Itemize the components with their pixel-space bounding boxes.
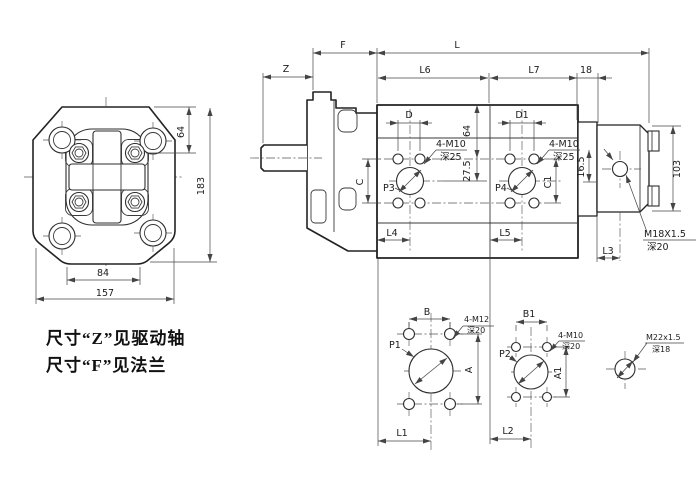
bolt-center (130, 148, 140, 158)
thread-callout-p1: 4-M12 (464, 315, 489, 324)
drain-port-bore (611, 160, 629, 178)
depth-callout-gauge: 深18 (652, 345, 670, 354)
dim-label-a: A (464, 366, 475, 373)
hex-bolt-head (127, 195, 143, 209)
dim-label-l5: L5 (499, 228, 510, 239)
dim-label-l1: L1 (396, 428, 407, 439)
port-bolt-hole (504, 153, 516, 165)
front-view: 64 183 84 157 (24, 97, 217, 304)
port-bolt-hole (510, 341, 522, 353)
dim-label-157: 157 (96, 288, 114, 299)
mounting-hole-inner (144, 224, 162, 242)
thread-callout-p4: 4-M10 (549, 139, 579, 150)
port-p2-bore (513, 354, 549, 390)
dim-label-18: 18 (580, 65, 592, 76)
dim-label-z: Z (283, 64, 290, 75)
depth-callout-p1: 深20 (467, 326, 485, 335)
dim-label-l4: L4 (386, 228, 397, 239)
side-bolt-holes (392, 153, 540, 209)
dim-label-l6: L6 (419, 65, 430, 76)
port-bolt-hole (541, 341, 553, 353)
bolt-center (74, 197, 84, 207)
corner-mounting-holes (43, 121, 172, 255)
port-bolt-hole (443, 327, 457, 341)
dim-label-l2: L2 (502, 426, 513, 437)
mounting-hole-outer (48, 222, 76, 250)
port-bolt-hole (392, 197, 404, 209)
port-label-p2: P2 (499, 349, 511, 360)
depth-callout-p4: 深25 (553, 152, 575, 163)
dim-label-27-5: 27.5 (462, 160, 473, 181)
dim-label-64-front: 64 (176, 126, 187, 138)
dim-label-64-side: 64 (462, 125, 473, 137)
port-bolt-hole (392, 153, 404, 165)
dim-label-103: 103 (672, 160, 683, 178)
dim-label-b1: B1 (523, 309, 536, 320)
thread-callout-drain: M18X1.5 (644, 229, 686, 240)
bolt-center (130, 197, 140, 207)
dim-label-b: B (424, 307, 431, 318)
dim-label-l: L (454, 40, 460, 51)
mounting-hole-outer (48, 126, 76, 154)
port-bolt-hole (402, 327, 416, 341)
dim-label-84: 84 (97, 268, 109, 279)
mounting-hole-outer (139, 219, 167, 247)
port-bolt-hole (414, 153, 426, 165)
depth-callout-p3: 深25 (440, 152, 462, 163)
mounting-hole-inner (144, 132, 162, 150)
cap-bolt-bottom (647, 185, 660, 207)
port-bolt-hole (443, 397, 457, 411)
dim-label-f: F (340, 40, 345, 51)
mounting-hole-inner (53, 227, 71, 245)
bottom-bolt-holes (402, 322, 553, 416)
flange-profile (306, 91, 379, 252)
port-label-p4: P4 (495, 183, 507, 194)
hex-bolt-head (127, 146, 143, 160)
cross-horizontal (68, 163, 146, 191)
note-flange: 尺寸“F”见法兰 (46, 355, 166, 375)
port-label-p1: P1 (389, 340, 401, 351)
port-bolt-hole (541, 391, 553, 403)
bottom-port-views: B 4-M12 深20 P1 A L1 B1 4-M10 深20 P2 A1 L… (377, 258, 684, 451)
port-bolt-hole (414, 197, 426, 209)
front-view-dimensions (35, 106, 217, 304)
port-bolt-hole (528, 153, 540, 165)
dim-label-c: C (355, 178, 366, 185)
port-bolt-hole (402, 397, 416, 411)
port-bolt-hole (510, 391, 522, 403)
thread-callout-p2: 4-M10 (558, 331, 583, 340)
port-bolt-hole (528, 197, 540, 209)
thread-callout-p3: 4-M10 (436, 139, 466, 150)
thread-callout-gauge: M22x1.5 (646, 333, 681, 342)
depth-callout-drain: 深20 (647, 242, 669, 253)
port-bolt-hole (504, 197, 516, 209)
mounting-hole-inner (53, 131, 71, 149)
hex-bolts (68, 142, 146, 213)
dim-label-c1: C1 (543, 176, 554, 189)
port-label-p3: P3 (383, 183, 395, 194)
dim-label-a1: A1 (553, 367, 564, 380)
mounting-hole-outer (139, 127, 167, 155)
dim-label-l7: L7 (528, 65, 539, 76)
dim-label-l3: L3 (602, 246, 613, 257)
hex-bolt-head (71, 195, 87, 209)
dim-label-16-5: 16.5 (576, 156, 587, 177)
side-view: Z F L L6 L7 18 D D1 4-M10 深25 4-M10 深25 … (250, 40, 696, 262)
dim-label-183: 183 (196, 177, 207, 195)
bolt-center (74, 148, 84, 158)
dim-label-d1: D1 (515, 110, 528, 121)
cap-bolt-top (647, 130, 660, 152)
dim-label-d: D (405, 110, 412, 121)
hex-bolt-head (71, 146, 87, 160)
side-view-dimensions (262, 48, 696, 262)
depth-callout-p2: 深20 (562, 342, 580, 351)
bottom-view-dimensions (378, 316, 684, 444)
note-drive-shaft: 尺寸“Z”见驱动轴 (46, 328, 185, 348)
